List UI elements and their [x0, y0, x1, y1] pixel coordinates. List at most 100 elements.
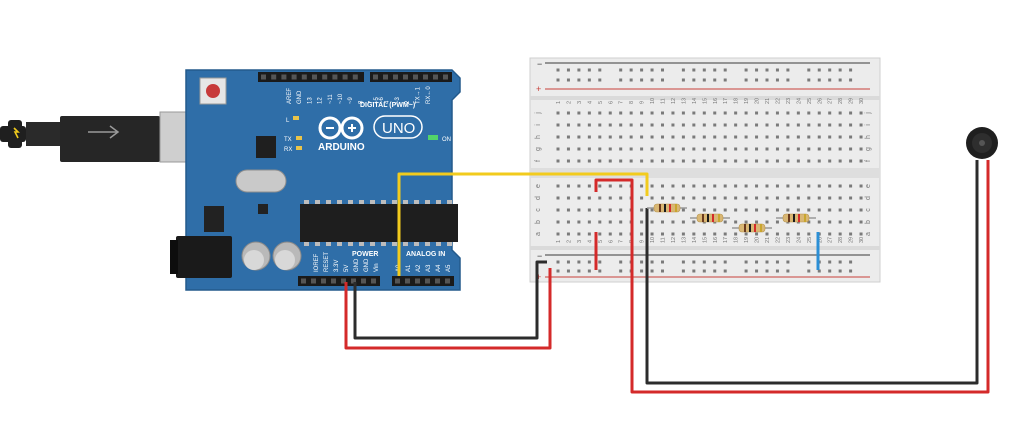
breadboard-hole[interactable] — [775, 159, 779, 163]
header-hole[interactable] — [393, 74, 398, 80]
rail-hole[interactable] — [619, 78, 623, 82]
breadboard-hole[interactable] — [838, 147, 842, 151]
breadboard-hole[interactable] — [723, 159, 727, 163]
breadboard-hole[interactable] — [775, 135, 779, 139]
breadboard-hole[interactable] — [619, 220, 623, 224]
breadboard-hole[interactable] — [661, 159, 664, 163]
header-hole[interactable] — [341, 278, 346, 284]
header-hole[interactable] — [433, 74, 438, 80]
breadboard-hole[interactable] — [587, 111, 591, 115]
breadboard-hole[interactable] — [786, 196, 790, 200]
breadboard-hole[interactable] — [755, 208, 759, 212]
breadboard-hole[interactable] — [692, 159, 696, 163]
breadboard-hole[interactable] — [661, 232, 664, 236]
breadboard-hole[interactable] — [713, 135, 717, 139]
breadboard-hole[interactable] — [587, 220, 591, 224]
rail-hole[interactable] — [765, 68, 769, 72]
rail-hole[interactable] — [661, 269, 664, 273]
breadboard-hole[interactable] — [671, 196, 675, 200]
breadboard-hole[interactable] — [828, 135, 832, 139]
analog-header[interactable] — [392, 276, 454, 286]
breadboard-hole[interactable] — [734, 135, 738, 139]
breadboard-hole[interactable] — [598, 123, 602, 127]
breadboard-hole[interactable] — [556, 111, 560, 115]
rail-hole[interactable] — [775, 260, 779, 264]
breadboard-hole[interactable] — [838, 123, 842, 127]
breadboard-hole[interactable] — [640, 220, 644, 224]
breadboard-hole[interactable] — [755, 123, 759, 127]
rail-hole[interactable] — [681, 68, 685, 72]
breadboard-hole[interactable] — [817, 147, 821, 151]
rail-hole[interactable] — [661, 68, 664, 72]
rail-hole[interactable] — [723, 78, 727, 82]
header-hole[interactable] — [445, 278, 450, 284]
breadboard-hole[interactable] — [765, 184, 769, 188]
breadboard-hole[interactable] — [702, 147, 706, 151]
breadboard-hole[interactable] — [640, 147, 644, 151]
breadboard-hole[interactable] — [807, 123, 811, 127]
breadboard-hole[interactable] — [859, 135, 863, 139]
breadboard-hole[interactable] — [838, 111, 842, 115]
rail-hole[interactable] — [849, 260, 853, 264]
rail-hole[interactable] — [807, 260, 811, 264]
breadboard-hole[interactable] — [640, 111, 644, 115]
breadboard-hole[interactable] — [744, 111, 748, 115]
rail-hole[interactable] — [566, 260, 570, 264]
rail-hole[interactable] — [828, 78, 832, 82]
rail-hole[interactable] — [744, 260, 748, 264]
header-hole[interactable] — [413, 74, 418, 80]
breadboard-hole[interactable] — [859, 232, 863, 236]
breadboard-hole[interactable] — [828, 111, 832, 115]
breadboard-hole[interactable] — [681, 159, 685, 163]
breadboard-hole[interactable] — [765, 220, 769, 224]
breadboard-hole[interactable] — [786, 111, 790, 115]
breadboard-hole[interactable] — [681, 123, 685, 127]
breadboard-hole[interactable] — [723, 232, 727, 236]
header-hole[interactable] — [322, 74, 328, 80]
breadboard-hole[interactable] — [817, 159, 821, 163]
rail-hole[interactable] — [650, 260, 654, 264]
breadboard-hole[interactable] — [619, 111, 623, 115]
rail-hole[interactable] — [838, 78, 842, 82]
breadboard-hole[interactable] — [598, 208, 602, 212]
rail-hole[interactable] — [838, 68, 842, 72]
rail-hole[interactable] — [587, 269, 591, 273]
breadboard-hole[interactable] — [713, 208, 717, 212]
breadboard-hole[interactable] — [859, 123, 863, 127]
reset-button[interactable] — [199, 77, 227, 105]
breadboard-hole[interactable] — [619, 147, 623, 151]
breadboard-hole[interactable] — [849, 208, 853, 212]
breadboard-hole[interactable] — [650, 159, 654, 163]
breadboard-hole[interactable] — [775, 184, 779, 188]
rail-hole[interactable] — [598, 68, 602, 72]
breadboard-hole[interactable] — [807, 159, 811, 163]
rail-hole[interactable] — [598, 269, 602, 273]
breadboard-hole[interactable] — [775, 220, 779, 224]
breadboard-hole[interactable] — [744, 232, 748, 236]
rail-hole[interactable] — [587, 78, 591, 82]
breadboard-hole[interactable] — [650, 147, 654, 151]
rail-hole[interactable] — [681, 78, 685, 82]
breadboard-hole[interactable] — [713, 159, 717, 163]
breadboard-hole[interactable] — [566, 147, 570, 151]
breadboard-hole[interactable] — [744, 208, 748, 212]
breadboard-hole[interactable] — [849, 220, 853, 224]
rail-hole[interactable] — [786, 260, 790, 264]
header-hole[interactable] — [351, 278, 356, 284]
rail-hole[interactable] — [713, 260, 717, 264]
breadboard-hole[interactable] — [650, 123, 654, 127]
breadboard-hole[interactable] — [556, 159, 560, 163]
rail-hole[interactable] — [828, 269, 832, 273]
breadboard-hole[interactable] — [734, 196, 738, 200]
header-hole[interactable] — [291, 74, 297, 80]
breadboard-hole[interactable] — [587, 147, 591, 151]
breadboard-hole[interactable] — [577, 220, 581, 224]
breadboard-hole[interactable] — [744, 159, 748, 163]
breadboard-hole[interactable] — [796, 196, 800, 200]
resistors[interactable] — [647, 203, 816, 233]
rail-hole[interactable] — [556, 68, 560, 72]
usb-cable-icon[interactable] — [0, 111, 201, 163]
rail-hole[interactable] — [619, 260, 623, 264]
breadboard-hole[interactable] — [702, 208, 706, 212]
rail-hole[interactable] — [744, 68, 748, 72]
